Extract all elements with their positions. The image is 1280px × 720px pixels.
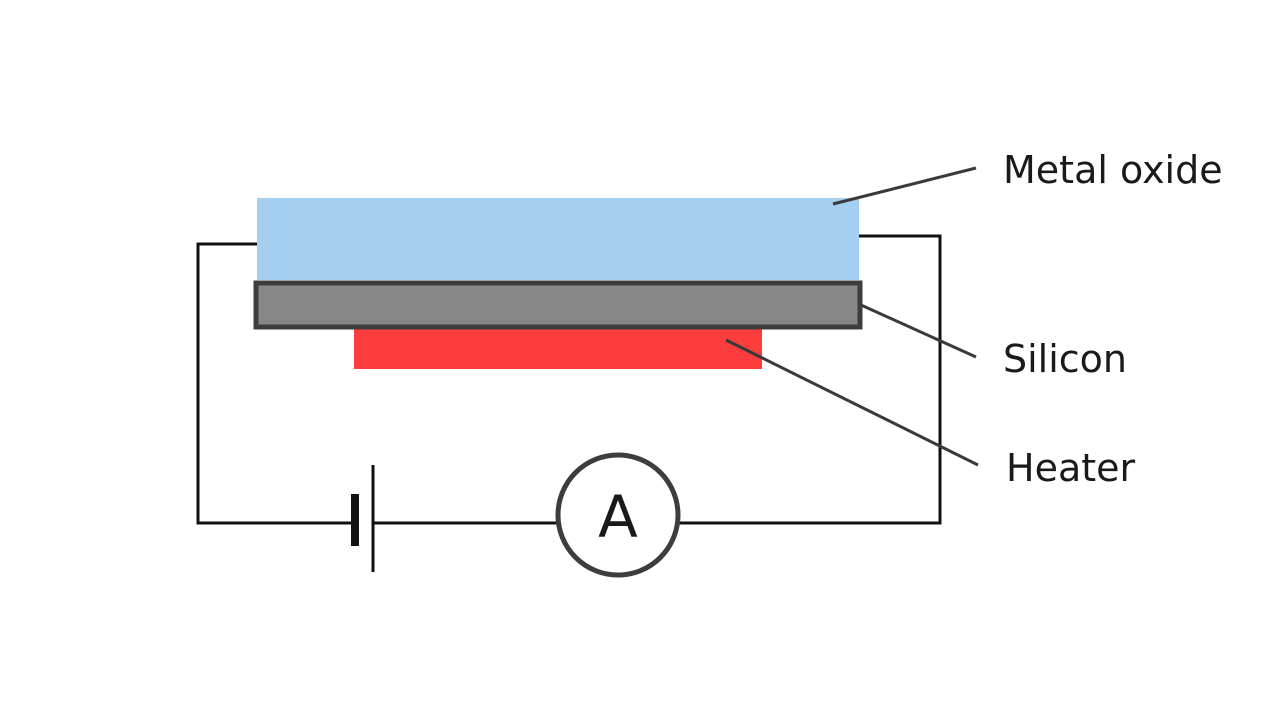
ammeter-symbol: A bbox=[598, 483, 638, 551]
metal-oxide-label: Metal oxide bbox=[1003, 148, 1223, 192]
heater-leader-line bbox=[725, 338, 979, 467]
heater-label: Heater bbox=[1006, 446, 1136, 490]
metal-oxide-leader-line bbox=[832, 166, 977, 206]
circuit-wire-right bbox=[678, 234, 942, 525]
circuit-wire-left bbox=[196, 242, 355, 525]
ammeter-ring bbox=[555, 452, 681, 578]
silicon-leader-line bbox=[860, 303, 977, 359]
silicon-layer bbox=[253, 280, 863, 330]
ammeter: A bbox=[555, 452, 681, 578]
heater-layer bbox=[354, 326, 762, 369]
silicon-label: Silicon bbox=[1003, 337, 1127, 381]
battery-symbol bbox=[351, 465, 375, 572]
metal-oxide-layer bbox=[257, 198, 859, 280]
